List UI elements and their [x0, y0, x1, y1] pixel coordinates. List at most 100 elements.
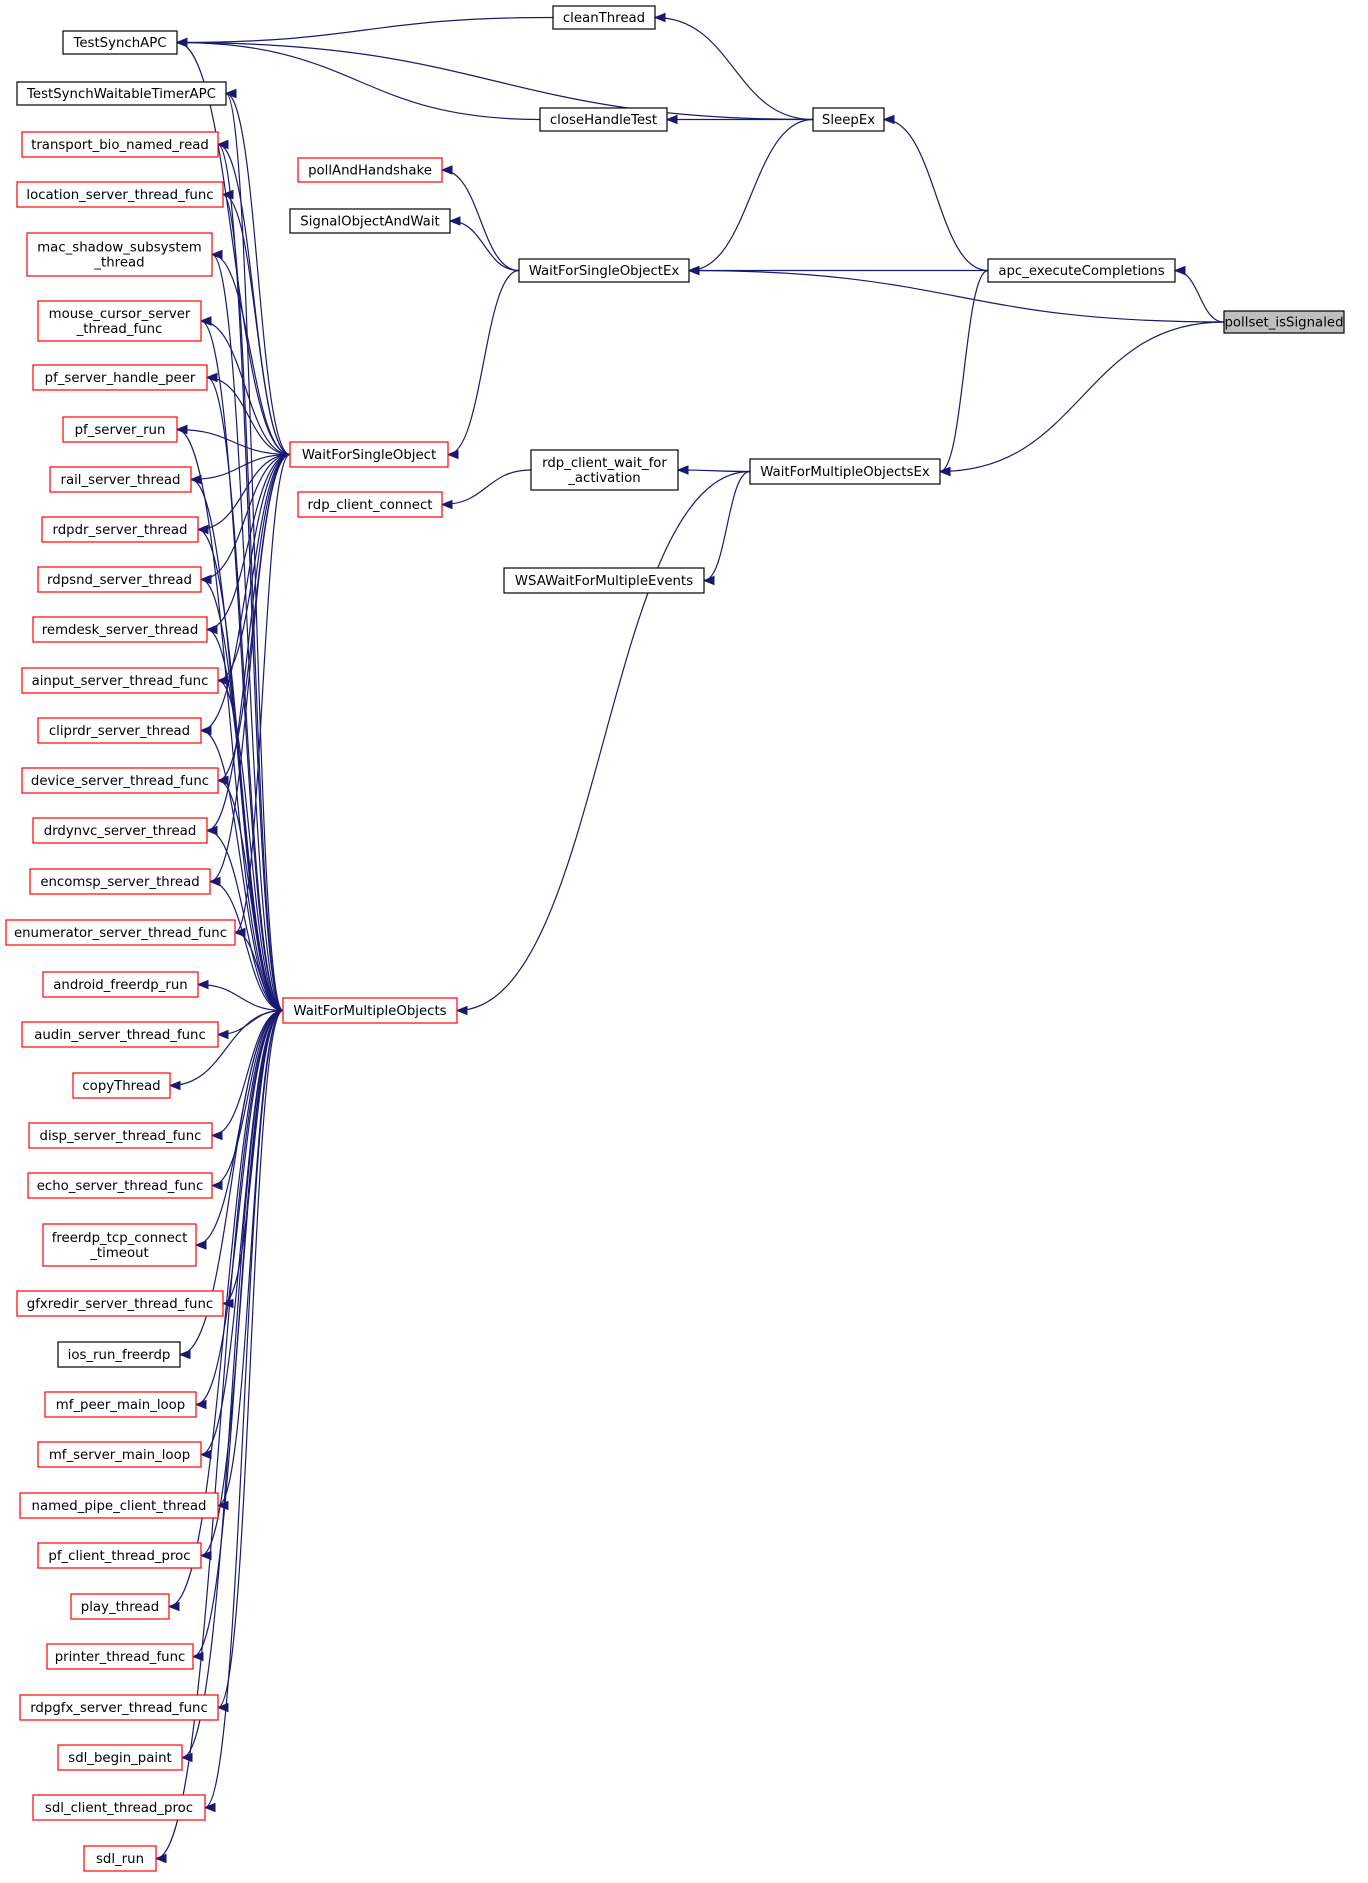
node-play_thread[interactable]: play_thread [70, 1593, 170, 1620]
node-disp_server_thread_func[interactable]: disp_server_thread_func [28, 1122, 213, 1149]
node-WaitForMultipleObjectsEx[interactable]: WaitForMultipleObjectsEx [749, 458, 941, 485]
node-label: mf_server_main_loop [49, 1448, 190, 1463]
node-device_server_thread_func[interactable]: device_server_thread_func [21, 767, 219, 794]
node-box [32, 817, 208, 844]
node-rdpgfx_server_thread_func[interactable]: rdpgfx_server_thread_func [19, 1694, 219, 1721]
node-sdl_run[interactable]: sdl_run [83, 1845, 157, 1872]
edge-arrowhead [191, 1651, 204, 1662]
edge-arrowhead [199, 316, 212, 326]
node-transport_bio_named_read[interactable]: transport_bio_named_read [21, 131, 219, 158]
edges-layer [154, 12, 1225, 1864]
node-SignalObjectAndWait[interactable]: SignalObjectAndWait [289, 208, 451, 234]
edge-TestSynchAPC-to-WaitForSingleObject [175, 37, 291, 456]
node-printer_thread_func[interactable]: printer_thread_func [46, 1643, 194, 1670]
edge-arrowhead [221, 189, 234, 200]
node-enumerator_server_thread_func[interactable]: enumerator_server_thread_func [5, 919, 236, 946]
node-rdpdr_server_thread[interactable]: rdpdr_server_thread [41, 516, 199, 543]
edge-encomsp_server_thread-to-WaitForMultipleObjects [208, 876, 284, 1012]
edge-arrowhead [199, 574, 212, 585]
node-label: rdp_client_connect [308, 498, 433, 513]
node-label: WaitForSingleObjectEx [529, 264, 680, 279]
edge-arrowhead [455, 1005, 468, 1016]
edge-WaitForSingleObjectEx-to-apc_executeCompletions [687, 265, 988, 276]
node-label: rail_server_thread [61, 473, 181, 488]
node-label: sdl_client_thread_proc [45, 1801, 193, 1816]
node-WSAWaitForMultipleEvents[interactable]: WSAWaitForMultipleEvents [503, 567, 705, 594]
node-drdynvc_server_thread[interactable]: drdynvc_server_thread [32, 817, 208, 844]
node-label: mac_shadow_subsystem [37, 241, 202, 256]
node-box [503, 567, 705, 594]
node-box [32, 616, 208, 643]
node-mf_server_main_loop[interactable]: mf_server_main_loop [37, 1441, 202, 1468]
node-rdpsnd_server_thread[interactable]: rdpsnd_server_thread [37, 566, 202, 593]
node-rdp_client_connect[interactable]: rdp_client_connect [297, 491, 443, 518]
node-ios_run_freerdp[interactable]: ios_run_freerdp [57, 1341, 181, 1368]
node-box [37, 1542, 202, 1569]
node-cliprdr_server_thread[interactable]: cliprdr_server_thread [37, 717, 202, 744]
node-label: ainput_server_thread_func [32, 674, 209, 689]
edge-arrowhead [440, 165, 453, 175]
node-apc_executeCompletions[interactable]: apc_executeCompletions [987, 258, 1176, 283]
node-label: mouse_cursor_server [49, 307, 191, 322]
edge-pollAndHandshake-to-WaitForSingleObjectEx [440, 165, 520, 272]
node-audin_server_thread_func[interactable]: audin_server_thread_func [21, 1021, 219, 1048]
node-sdl_begin_paint[interactable]: sdl_begin_paint [57, 1744, 183, 1771]
node-rail_server_thread[interactable]: rail_server_thread [49, 466, 192, 493]
edge-arrowhead [882, 114, 895, 125]
node-freerdp_tcp_connect_timeout[interactable]: freerdp_tcp_connect_timeout [42, 1223, 197, 1267]
node-TestSynchAPC[interactable]: TestSynchAPC [62, 30, 178, 55]
edge-ainput_server_thread_func-to-WaitForMultipleObjects [216, 675, 284, 1012]
node-location_server_thread_func[interactable]: location_server_thread_func [16, 181, 224, 208]
node-mouse_cursor_server_thread_func[interactable]: mouse_cursor_server_thread_func [37, 300, 202, 342]
node-named_pipe_client_thread[interactable]: named_pipe_client_thread [19, 1492, 219, 1519]
node-cleanThread[interactable]: cleanThread [552, 5, 656, 30]
node-label: rdpdr_server_thread [53, 523, 188, 538]
node-label: _thread [93, 256, 144, 271]
node-SleepEx[interactable]: SleepEx [812, 107, 885, 132]
edge-arrowhead [665, 114, 678, 125]
edge-WSAWaitForMultipleEvents-to-WaitForMultipleObjectsEx [702, 470, 751, 586]
edge-cleanThread-to-SleepEx [653, 12, 814, 121]
edge-copyThread-to-WaitForMultipleObjects [168, 1009, 284, 1091]
node-label: WSAWaitForMultipleEvents [515, 574, 693, 589]
node-label: encomsp_server_thread [40, 875, 199, 890]
edge-arrowhead [154, 1853, 167, 1864]
node-label: sdl_run [96, 1852, 144, 1867]
node-pf_server_handle_peer[interactable]: pf_server_handle_peer [32, 364, 208, 391]
node-TestSynchWaitableTimerAPC[interactable]: TestSynchWaitableTimerAPC [16, 81, 227, 106]
node-mf_peer_main_loop[interactable]: mf_peer_main_loop [44, 1391, 197, 1418]
node-mac_shadow_subsystem_thread[interactable]: mac_shadow_subsystem_thread [26, 232, 213, 277]
node-label: transport_bio_named_read [31, 138, 209, 153]
edge-arrowhead [203, 1802, 216, 1813]
edge-cliprdr_server_thread-to-WaitForMultipleObjects [199, 725, 284, 1012]
edge-WaitForMultipleObjectsEx-to-pollset_isSignaled [938, 321, 1225, 477]
node-pollset_isSignaled[interactable]: pollset_isSignaled [1223, 310, 1345, 334]
node-box [530, 449, 679, 491]
node-box [41, 516, 199, 543]
node-box [749, 458, 941, 485]
node-box [21, 131, 219, 158]
edge-arrowhead [216, 775, 229, 786]
edge-device_server_thread_func-to-WaitForMultipleObjects [216, 775, 284, 1012]
node-remdesk_server_thread[interactable]: remdesk_server_thread [32, 616, 208, 643]
node-pollAndHandshake[interactable]: pollAndHandshake [297, 157, 443, 183]
node-label: pollset_isSignaled [1224, 316, 1343, 331]
node-pf_server_run[interactable]: pf_server_run [62, 416, 178, 443]
node-ainput_server_thread_func[interactable]: ainput_server_thread_func [21, 667, 219, 694]
edge-arrowhead [216, 675, 229, 686]
node-gfxredir_server_thread_func[interactable]: gfxredir_server_thread_func [16, 1290, 224, 1317]
node-pf_client_thread_proc[interactable]: pf_client_thread_proc [37, 1542, 202, 1569]
node-encomsp_server_thread[interactable]: encomsp_server_thread [29, 868, 211, 895]
edge-apc_executeCompletions-to-pollset_isSignaled [1173, 265, 1225, 323]
node-sdl_client_thread_proc[interactable]: sdl_client_thread_proc [32, 1794, 206, 1821]
node-rdp_client_wait_for_activation[interactable]: rdp_client_wait_for_activation [530, 449, 679, 491]
node-WaitForSingleObjectEx[interactable]: WaitForSingleObjectEx [518, 258, 690, 283]
node-closeHandleTest[interactable]: closeHandleTest [539, 107, 668, 132]
node-echo_server_thread_func[interactable]: echo_server_thread_func [27, 1172, 213, 1199]
node-box [19, 1492, 219, 1519]
node-WaitForMultipleObjects[interactable]: WaitForMultipleObjects [282, 997, 458, 1024]
node-copyThread[interactable]: copyThread [72, 1072, 171, 1099]
node-android_freerdp_run[interactable]: android_freerdp_run [42, 971, 199, 998]
node-WaitForSingleObject[interactable]: WaitForSingleObject [289, 441, 449, 468]
